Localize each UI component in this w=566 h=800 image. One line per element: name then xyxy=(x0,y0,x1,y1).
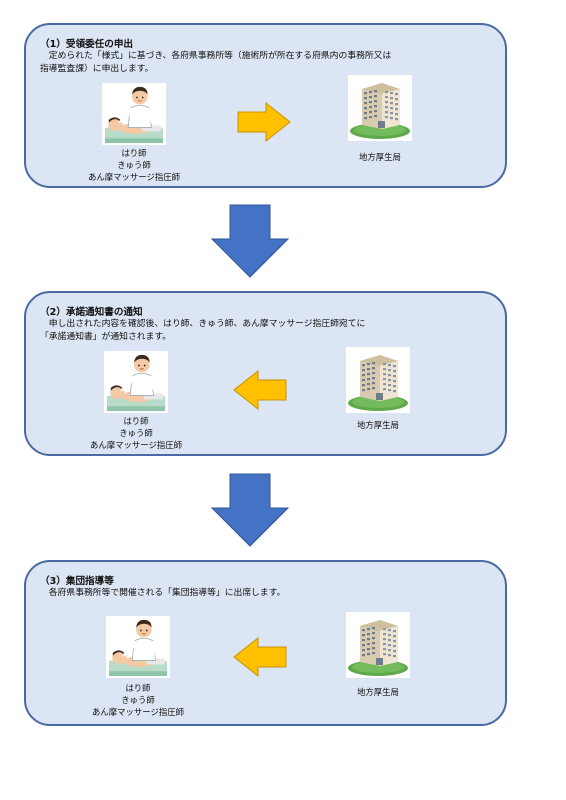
office-caption: 地方厚生局 xyxy=(357,687,399,697)
down-arrow-icon xyxy=(210,204,290,278)
step-heading: （2）承諾通知書の通知 xyxy=(40,307,143,318)
massage-therapist-icon xyxy=(102,83,166,145)
step-panel-2: （2）承諾通知書の通知 申し出された内容を確認後、はり師、きゅう師、あん摩マッサ… xyxy=(24,291,507,456)
office-caption: 地方厚生局 xyxy=(359,152,401,162)
step-heading: （3）集団指導等 xyxy=(40,576,114,587)
office-caption: 地方厚生局 xyxy=(357,420,399,430)
office-building-icon xyxy=(346,612,410,678)
practitioner-caption: はり師 きゅう師 あん摩マッサージ指圧師 xyxy=(90,416,182,450)
step-description: 申し出された内容を確認後、はり師、きゅう師、あん摩マッサージ指圧師宛てに 「承諾… xyxy=(40,319,366,342)
office-building-icon xyxy=(346,347,410,413)
office-building-icon xyxy=(348,75,412,141)
step-description: 各府県事務所等で開催される「集団指導等」に出席します。 xyxy=(40,588,286,598)
step-panel-1: （1）受領委任の申出 定められた「様式」に基づき、各府県事務所等（施術所が所在す… xyxy=(24,23,507,188)
step-description: 定められた「様式」に基づき、各府県事務所等（施術所が所在する府県内の事務所又は … xyxy=(40,51,392,74)
practitioner-caption: はり師 きゅう師 あん摩マッサージ指圧師 xyxy=(92,683,184,717)
massage-therapist-icon xyxy=(104,351,168,413)
massage-therapist-icon xyxy=(106,616,170,678)
right-arrow-icon xyxy=(237,101,291,143)
step-panel-3: （3）集団指導等 各府県事務所等で開催される「集団指導等」に出席します。 はり師… xyxy=(24,560,507,726)
left-arrow-icon xyxy=(233,369,287,411)
step-heading: （1）受領委任の申出 xyxy=(40,39,134,50)
down-arrow-icon xyxy=(210,473,290,547)
practitioner-caption: はり師 きゅう師 あん摩マッサージ指圧師 xyxy=(88,148,180,182)
left-arrow-icon xyxy=(233,636,287,678)
